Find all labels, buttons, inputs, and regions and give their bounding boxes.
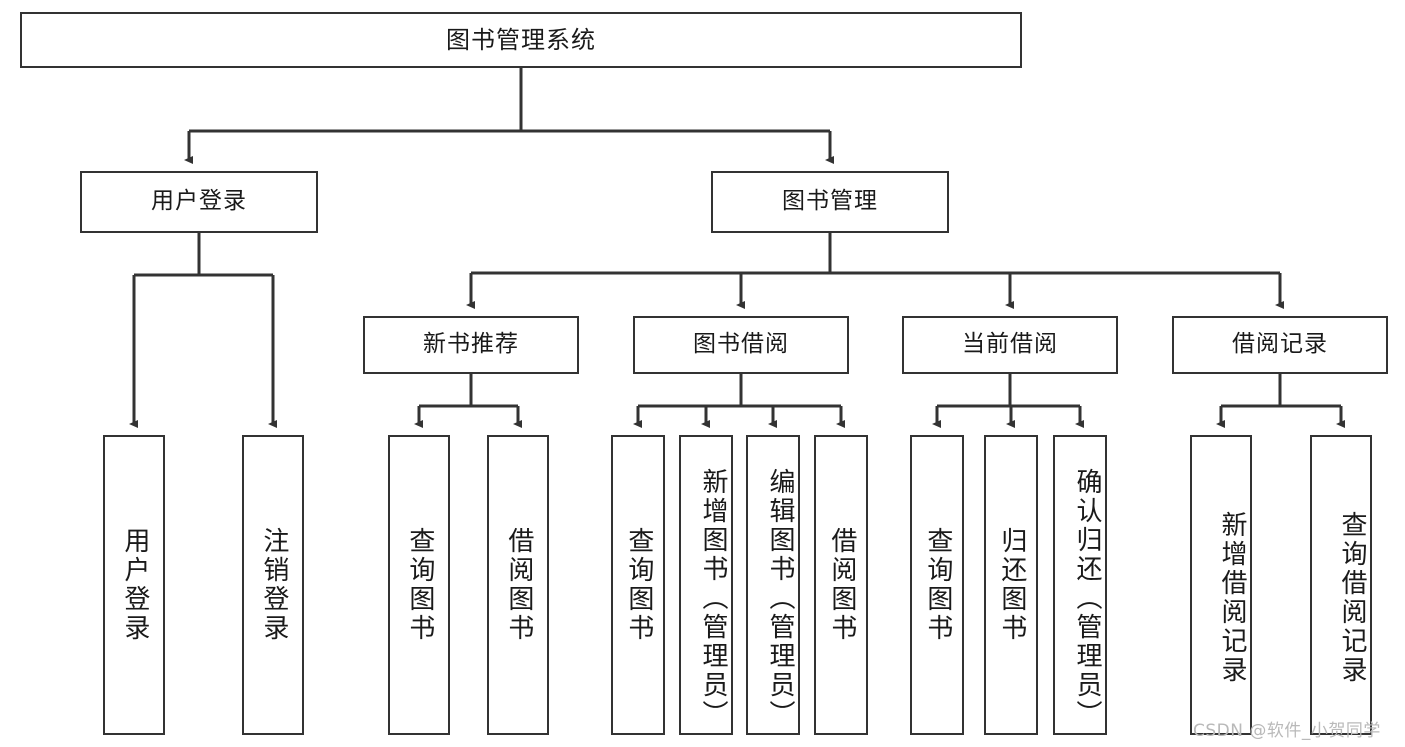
node-book-management[interactable]: 图书管理 (711, 171, 949, 233)
node-label: 查询图书 (623, 527, 654, 643)
node-label: 注销登录 (258, 527, 289, 643)
leaf-node-add-borrow-record[interactable]: 新增借阅记录 (1190, 435, 1252, 735)
node-label: 新书推荐 (423, 331, 519, 358)
leaf-node-borrow-book-rec[interactable]: 借阅图书 (487, 435, 549, 735)
node-user-login[interactable]: 用户登录 (80, 171, 318, 233)
node-label: 新增借阅记录 (1217, 511, 1247, 685)
node-borrowing-record[interactable]: 借阅记录 (1172, 316, 1388, 374)
leaf-node-query-book-current[interactable]: 查询图书 (910, 435, 964, 735)
node-label: 图书管理系统 (446, 25, 596, 54)
leaf-node-return-book[interactable]: 归还图书 (984, 435, 1038, 735)
node-label: 图书管理 (782, 188, 878, 215)
leaf-node-edit-book-admin[interactable]: 编辑图书（管理员） (746, 435, 800, 735)
leaf-node-query-borrow-record[interactable]: 查询借阅记录 (1310, 435, 1372, 735)
node-new-book-recommendation[interactable]: 新书推荐 (363, 316, 579, 374)
node-label: 当前借阅 (962, 331, 1058, 358)
leaf-node-confirm-return-admin[interactable]: 确认归还（管理员） (1053, 435, 1107, 735)
node-book-borrowing[interactable]: 图书借阅 (633, 316, 849, 374)
node-label: 查询借阅记录 (1337, 511, 1367, 685)
node-current-borrowing[interactable]: 当前借阅 (902, 316, 1118, 374)
leaf-node-query-book-borrow[interactable]: 查询图书 (611, 435, 665, 735)
leaf-node-user-login[interactable]: 用户登录 (103, 435, 165, 735)
leaf-node-user-logout[interactable]: 注销登录 (242, 435, 304, 735)
leaf-node-add-book-admin[interactable]: 新增图书（管理员） (679, 435, 733, 735)
leaf-node-query-book-rec[interactable]: 查询图书 (388, 435, 450, 735)
node-label: 新增图书（管理员） (698, 467, 728, 729)
node-label: 借阅记录 (1232, 331, 1328, 358)
leaf-node-borrow-book[interactable]: 借阅图书 (814, 435, 868, 735)
node-label: 归还图书 (996, 527, 1027, 643)
node-label: 查询图书 (404, 527, 435, 643)
node-label: 确认归还（管理员） (1072, 467, 1102, 729)
node-label: 借阅图书 (826, 527, 857, 643)
node-label: 借阅图书 (503, 527, 534, 643)
node-label: 用户登录 (151, 188, 247, 215)
csdn-watermark: CSDN @软件_小贺同学 (1193, 721, 1381, 741)
node-label: 图书借阅 (693, 331, 789, 358)
node-label: 查询图书 (922, 527, 953, 643)
node-label: 用户登录 (119, 527, 150, 643)
node-root-book-management-system[interactable]: 图书管理系统 (20, 12, 1022, 68)
node-label: 编辑图书（管理员） (765, 467, 795, 729)
